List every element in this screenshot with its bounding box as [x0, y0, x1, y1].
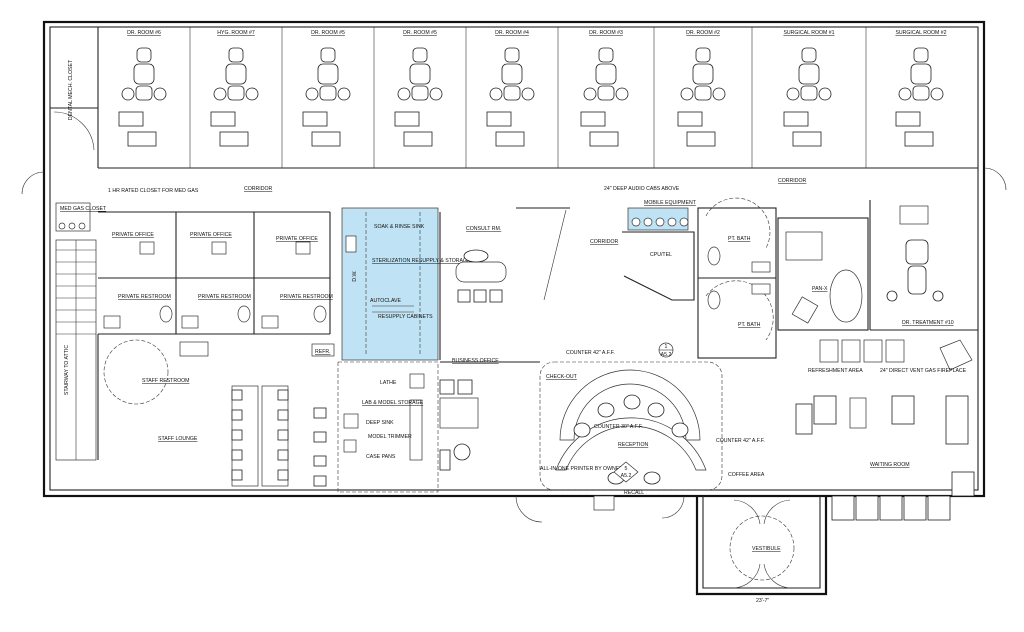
dental-chair-icon: [783, 47, 832, 147]
dental-chair-icon: [486, 47, 535, 147]
corridor-label: CORRIDOR: [778, 178, 806, 184]
dental-chair-icon: [580, 47, 629, 147]
resupply-label: RESUPPLY CABINETS: [378, 314, 433, 320]
mobile-equipment-label: MOBILE EQUIPMENT: [644, 200, 697, 206]
consult-rm-label: CONSULT RM.: [466, 226, 501, 232]
room-label: DR. ROOM #6: [127, 30, 161, 36]
audio-cabs-label: 24" DEEP AUDIO CABS ABOVE: [604, 186, 680, 192]
model-trimmer-label: MODEL TRIMMER: [368, 434, 412, 440]
corridor-label: CORRIDOR: [244, 186, 272, 192]
room-label: DR. ROOM #3: [589, 30, 623, 36]
section-marker: 5 A5.2: [613, 461, 639, 483]
counter-30-label: COUNTER 30" A.F.F.: [594, 424, 643, 430]
waiting-room: [795, 339, 975, 521]
room-label: DR. ROOM #5: [403, 30, 437, 36]
dental-chair-icon: [210, 47, 259, 147]
counter-42-right-label: COUNTER 42" A.F.F.: [716, 438, 765, 444]
pt-bath-label: PT. BATH: [728, 236, 751, 242]
dr-treatment-label: DR. TREATMENT #10: [902, 320, 954, 326]
rated-closet-note: 1 HR RATED CLOSET FOR MED GAS: [108, 188, 199, 194]
private-suites: [98, 211, 331, 335]
room-label: HYG. ROOM #7: [217, 30, 255, 36]
gas-fireplace-label: 24" DIRECT VENT GAS FIREPLACE: [880, 368, 967, 374]
dental-chairs: [118, 47, 944, 147]
counter-42-top-label: COUNTER 42" A.F.F.: [566, 350, 615, 356]
dental-chair-icon: [895, 47, 944, 147]
dw-label: D.W.: [352, 270, 358, 281]
lab-area: [337, 361, 439, 493]
operatory-band: [97, 27, 978, 169]
dimension-label: 23'-7": [756, 598, 769, 604]
pan-x-label: PAN-X: [812, 286, 828, 292]
dental-mech-closet-label: DENTAL MECH. CLOSET: [68, 59, 74, 120]
section-number: 5: [625, 466, 628, 472]
dental-chair-icon: [302, 47, 351, 147]
autoclave-label: AUTOCLAVE: [370, 298, 401, 304]
private-office-label: PRIVATE OFFICE: [112, 232, 154, 238]
printer-note: ALL-IN-ONE PRINTER BY OWNER: [540, 466, 623, 472]
room-label: DR. ROOM #5: [311, 30, 345, 36]
private-office-label: PRIVATE OFFICE: [190, 232, 232, 238]
sterilization-area: [341, 207, 439, 361]
room-label: DR. ROOM #4: [495, 30, 529, 36]
vestibule-label: VESTIBULE: [752, 546, 781, 552]
staff-lounge: [97, 334, 335, 487]
lab-model-label: LAB & MODEL STORAGE: [362, 400, 424, 406]
case-pans-label: CASE PANS: [366, 454, 396, 460]
coffee-area-label: COFFEE AREA: [728, 472, 765, 478]
operatory-labels: DR. ROOM #6 HYG. ROOM #7 DR. ROOM #5 DR.…: [127, 30, 947, 36]
refreshment-area-label: REFRESHMENT AREA: [808, 368, 863, 374]
recall-label: RECALL: [624, 490, 644, 496]
pt-baths: [697, 197, 869, 359]
deep-sink-label: DEEP SINK: [366, 420, 394, 426]
private-office-label: PRIVATE OFFICE: [276, 236, 318, 242]
soak-rinse-label: SOAK & RINSE SINK: [374, 224, 425, 230]
lathe-label: LATHE: [380, 380, 397, 386]
business-office: [439, 361, 540, 471]
room-label: SURGICAL ROOM #1: [783, 30, 834, 36]
consult-room: [439, 207, 570, 360]
section-marker: 1 A5.2: [658, 342, 674, 358]
private-restroom-label: PRIVATE RESTROOM: [118, 294, 171, 300]
staff-lounge-label: STAFF LOUNGE: [158, 436, 198, 442]
dental-chair-icon: [118, 47, 167, 147]
waiting-room-label: WAITING ROOM: [870, 462, 910, 468]
cpu-tel-label: CPU/TEL: [650, 252, 672, 258]
med-gas-closet-label: MED GAS CLOSET: [60, 206, 107, 212]
stairway-label: STAIRWAY TO ATTIC: [64, 345, 70, 395]
vestibule: [729, 499, 795, 589]
corridor-label: CORRIDOR: [590, 239, 618, 245]
room-label: DR. ROOM #2: [686, 30, 720, 36]
section-sheet: A5.2: [661, 352, 672, 358]
sterilization-label: STERILIZATION RESUPPLY & STORAGE: [372, 258, 471, 264]
private-restroom-label: PRIVATE RESTROOM: [198, 294, 251, 300]
exterior-doors: [21, 167, 1007, 523]
treatment-10: [869, 200, 978, 331]
refr-label: REFR.: [315, 349, 331, 355]
private-restroom-label: PRIVATE RESTROOM: [280, 294, 333, 300]
room-label: SURGICAL ROOM #2: [895, 30, 946, 36]
business-office-label: BUSINESS OFFICE: [452, 358, 499, 364]
dental-chair-icon: [677, 47, 726, 147]
equipment-area: [622, 207, 695, 301]
check-out-label: CHECK-OUT: [546, 374, 578, 380]
left-core: [50, 107, 98, 461]
exterior-walls: [42, 20, 986, 596]
section-number: 1: [665, 344, 668, 350]
section-sheet: A5.2: [621, 473, 632, 479]
reception-area: [539, 361, 723, 511]
staff-restroom-label: STAFF RESTROOM: [142, 378, 189, 384]
reception-label: RECEPTION: [618, 442, 649, 448]
dental-chair-icon: [394, 47, 443, 147]
pt-bath-label: PT. BATH: [738, 322, 761, 328]
